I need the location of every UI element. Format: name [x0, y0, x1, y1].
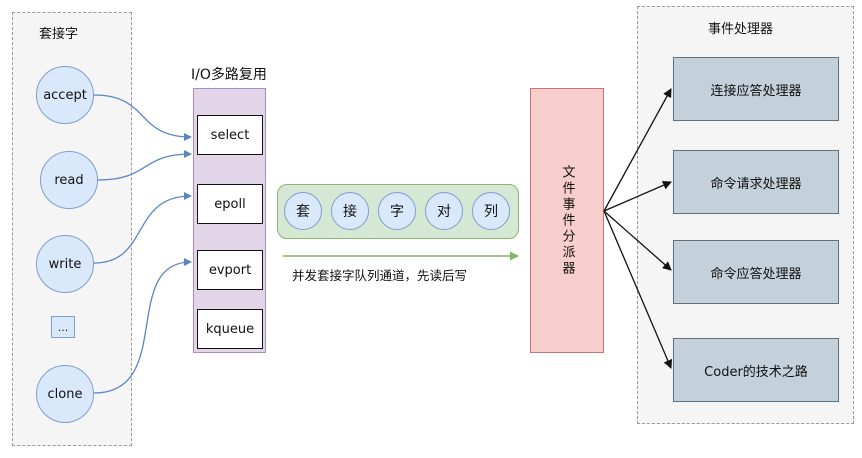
- socket-read[interactable]: read: [40, 151, 98, 209]
- mux-kqueue[interactable]: kqueue: [197, 309, 263, 349]
- mux-select[interactable]: select: [197, 115, 263, 155]
- socket-write[interactable]: write: [36, 235, 94, 293]
- file-event-dispatcher[interactable]: 文件事件分派器: [530, 88, 604, 353]
- handler-command-request[interactable]: 命令请求处理器: [673, 150, 839, 214]
- sockets-panel-title: 套接字: [39, 27, 79, 42]
- queue-char: 列: [472, 192, 510, 230]
- queue-label: 并发套接字队列通道，先读后写: [292, 268, 468, 283]
- socket-more[interactable]: ...: [51, 316, 75, 338]
- handler-command-reply[interactable]: 命令应答处理器: [673, 240, 839, 304]
- queue-char: 接: [331, 192, 369, 230]
- dispatcher-label: 文件事件分派器: [559, 164, 575, 277]
- handler-coder-tech-road[interactable]: Coder的技术之路: [673, 338, 839, 402]
- socket-clone[interactable]: clone: [36, 365, 94, 423]
- queue-char: 套: [284, 192, 322, 230]
- multiplexer-title: I/O多路复用: [191, 67, 267, 83]
- handler-connect-reply[interactable]: 连接应答处理器: [673, 57, 839, 121]
- mux-evport[interactable]: evport: [197, 250, 263, 290]
- queue-char: 字: [378, 192, 416, 230]
- queue-char: 对: [425, 192, 463, 230]
- socket-accept[interactable]: accept: [36, 66, 94, 124]
- handlers-panel-title: 事件处理器: [708, 22, 774, 37]
- mux-epoll[interactable]: epoll: [197, 184, 263, 224]
